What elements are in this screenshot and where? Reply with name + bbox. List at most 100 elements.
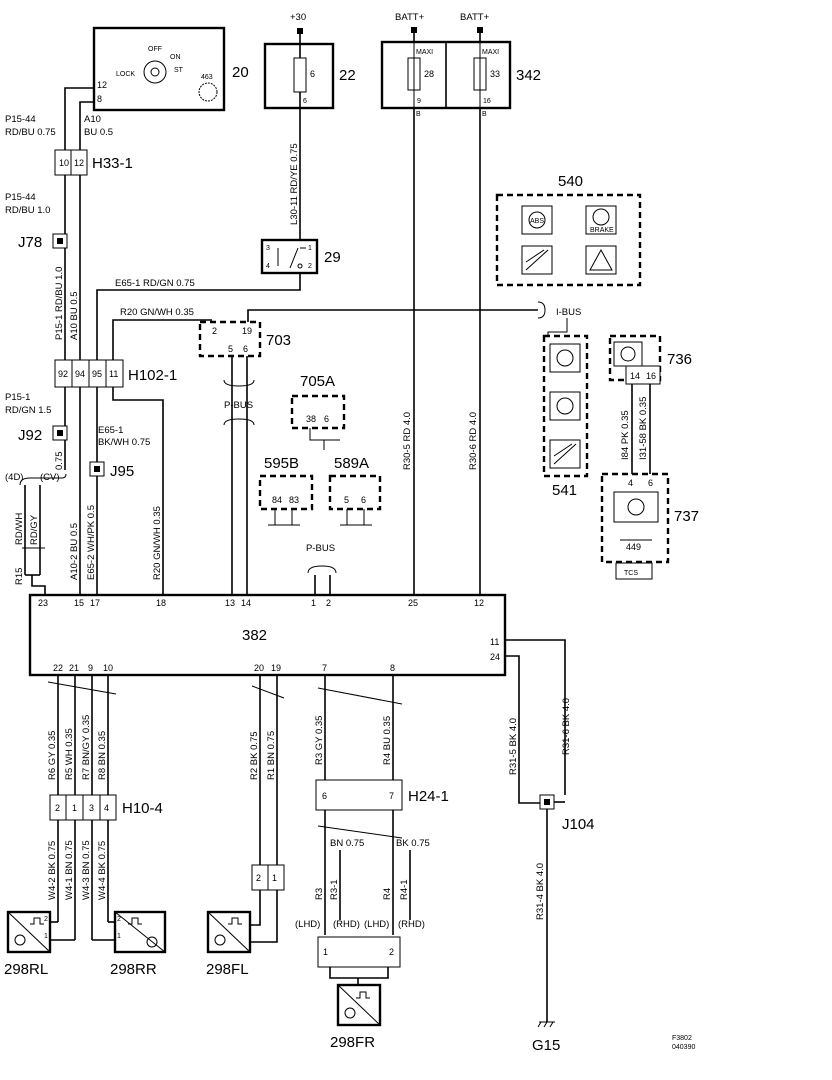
wire-r5: R5 WH 0.35 xyxy=(64,728,75,780)
wire-rdgy: RD/GY xyxy=(29,514,40,545)
t-18: 18 xyxy=(156,598,166,608)
wire-p151-vert: P15-1 RD/BU 1.0 xyxy=(54,267,65,340)
sensor-298fr-label: 298FR xyxy=(330,1034,375,1051)
h102-pin-11: 11 xyxy=(109,369,118,379)
m737-449: 449 xyxy=(626,542,641,552)
wire-e651-top: E65-1 RD/GN 0.75 xyxy=(115,278,195,289)
ibus-label: I-BUS xyxy=(556,307,581,318)
wire-075: 0.75 xyxy=(54,452,65,471)
lhd-label-1: (LHD) xyxy=(295,919,320,930)
s705-pin-6: 6 xyxy=(324,414,329,424)
maxi-label-1: MAXI xyxy=(416,49,433,56)
m703-pin-19: 19 xyxy=(242,326,252,336)
ignition-st: ST xyxy=(174,67,184,74)
fuse-pin-b1: B xyxy=(416,111,421,118)
wire-p151-b: P15-1 xyxy=(5,392,30,403)
batt-label-2: BATT+ xyxy=(460,12,490,23)
h10-pin-2: 2 xyxy=(55,803,60,813)
wire-r3s: R3 xyxy=(314,888,325,900)
lhd-label-2: (LHD) xyxy=(364,919,389,930)
ignition-off: OFF xyxy=(148,46,162,53)
wire-r8: R8 BN 0.35 xyxy=(97,731,108,780)
m703-pin-2: 2 xyxy=(212,326,217,336)
wire-e652: E65-2 WH/PK 0.5 xyxy=(86,505,97,580)
wire-i84: I84 PK 0.35 xyxy=(620,410,631,460)
lamp-abs-top: ABS xyxy=(530,218,544,225)
h10-pin-3: 3 xyxy=(89,803,94,813)
wire-a102: A10-2 BU 0.5 xyxy=(69,523,80,580)
wire-r316: R31-6 BK 4.0 xyxy=(561,698,572,755)
wire-w44: W4-4 BK 0.75 xyxy=(97,841,108,900)
left-harness: P15-44 RD/BU 0.75 A10 BU 0.5 10 12 H33-1… xyxy=(5,87,301,595)
b-8: 8 xyxy=(390,663,395,673)
wire-r314: R31-4 BK 4.0 xyxy=(535,863,546,920)
front-right-harness: R3 GY 0.35 R4 BU 0.35 6 7 H24-1 BN 0.75 … xyxy=(295,675,449,1051)
b-7: 7 xyxy=(322,663,327,673)
b-10: 10 xyxy=(103,663,113,673)
ground-g15-label: G15 xyxy=(532,1037,560,1054)
component-29-label: 29 xyxy=(324,249,341,266)
relay-pin-1: 1 xyxy=(308,245,312,252)
fuse-33: 33 xyxy=(490,69,500,79)
t-12: 12 xyxy=(474,598,484,608)
wire-a10-a2: BU 0.5 xyxy=(84,127,113,138)
t-11: 11 xyxy=(490,637,499,647)
srl-pin-1: 1 xyxy=(44,933,48,940)
s589-pin-6: 6 xyxy=(361,495,366,505)
wire-r7: R7 BN/GY 0.35 xyxy=(81,715,92,780)
rear-sensors-harness: R6 GY 0.35 R5 WH 0.35 R7 BN/GY 0.35 R8 B… xyxy=(4,675,167,978)
wire-l30: L30-11 RD/YE 0.75 xyxy=(289,143,300,225)
fuse-box-342: BATT+ BATT+ MAXI MAXI 28 33 9 16 B B 342 xyxy=(380,12,541,118)
splice-j95-label: J95 xyxy=(110,463,134,480)
fuse-6: 6 xyxy=(310,69,315,79)
wire-r305: R30-5 RD 4.0 xyxy=(402,412,413,470)
srl-pin-2: 2 xyxy=(44,916,48,923)
wire-r315: R31-5 BK 4.0 xyxy=(508,718,519,775)
wire-r20-top: R20 GN/WH 0.35 xyxy=(120,307,194,318)
s705-pin-38: 38 xyxy=(306,414,316,424)
wire-p1544-a2: RD/BU 0.75 xyxy=(5,127,56,138)
h24-pin-7: 7 xyxy=(389,791,394,801)
m703-pin-5: 5 xyxy=(228,344,233,354)
component-737-label: 737 xyxy=(674,508,699,525)
connector-h33-label: H33-1 xyxy=(92,155,133,172)
connector-h10-label: H10-4 xyxy=(122,800,163,817)
srr-pin-1: 1 xyxy=(117,933,121,940)
wire-e65-b2: BK/WH 0.75 xyxy=(98,437,150,448)
splice-j92-label: J92 xyxy=(18,427,42,444)
b-22: 22 xyxy=(53,663,63,673)
component-703-label: 703 xyxy=(266,332,291,349)
wire-r41s: R4-1 xyxy=(399,879,410,900)
connector-h24-label: H24-1 xyxy=(408,788,449,805)
wire-rdwh: RD/WH xyxy=(14,513,25,545)
sensor-298rr-label: 298RR xyxy=(110,961,157,978)
m737-pin-4: 4 xyxy=(628,478,633,488)
splice-j78-label: J78 xyxy=(18,234,42,251)
wire-r3: R3 GY 0.35 xyxy=(314,716,325,765)
component-705a-label: 705A xyxy=(300,373,335,390)
module-703: 2 19 5 6 703 I-BUS P-BUS xyxy=(198,301,581,595)
component-20-label: 20 xyxy=(232,64,249,81)
component-589a-label: 589A xyxy=(334,455,369,472)
pbus-label-1: P-BUS xyxy=(224,400,253,411)
wire-w43: W4-3 BN 0.75 xyxy=(81,840,92,900)
m703-pin-6: 6 xyxy=(243,344,248,354)
h10-pin-1: 1 xyxy=(72,803,77,813)
fr-conn-pin-2: 2 xyxy=(389,947,394,957)
wire-bk075: BK 0.75 xyxy=(396,838,430,849)
ignition-pin-12: 12 xyxy=(97,80,107,90)
wire-e65-b: E65-1 xyxy=(98,425,123,436)
supply-30-label: +30 xyxy=(290,12,306,23)
connector-h102-label: H102-1 xyxy=(128,367,177,384)
wire-r306: R30-6 RD 4.0 xyxy=(468,412,479,470)
wire-r6: R6 GY 0.35 xyxy=(47,731,58,780)
rhd-label-1: (RHD) xyxy=(333,919,360,930)
ignition-lock: LOCK xyxy=(116,71,135,78)
m737-pin-6: 6 xyxy=(648,478,653,488)
footer-ref-1: F3802 xyxy=(672,1035,692,1042)
module-541: 541 xyxy=(542,334,589,499)
sensors-pbus: 705A 38 6 595B 84 83 589A 5 6 P-BUS xyxy=(258,373,382,595)
srr-pin-2: 2 xyxy=(117,916,121,923)
h33-pin-12: 12 xyxy=(74,158,84,168)
